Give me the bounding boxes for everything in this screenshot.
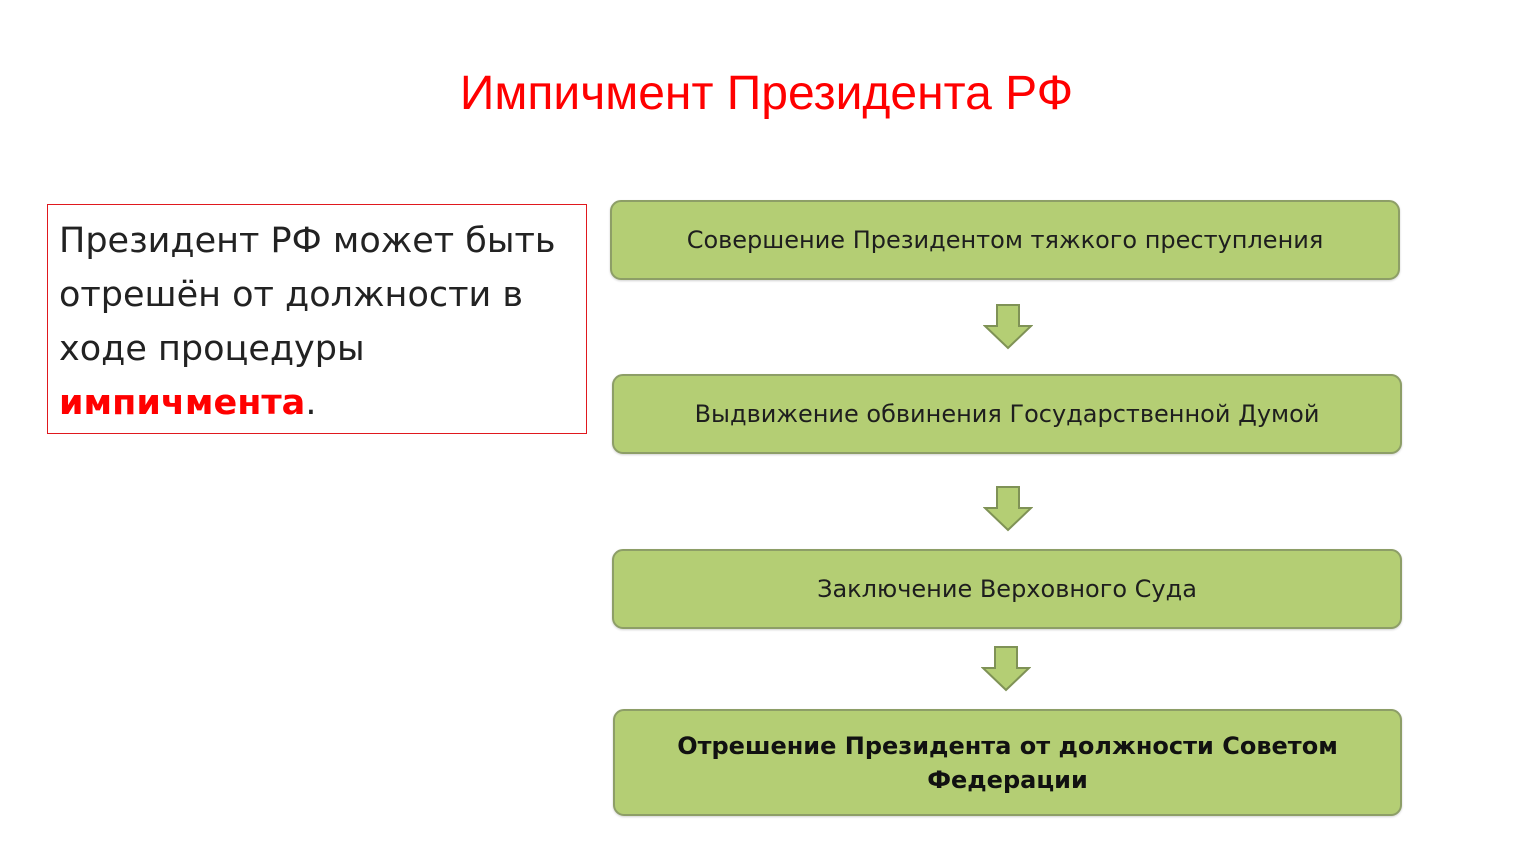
step-box-1: Совершение Президентом тяжкого преступле… bbox=[610, 200, 1400, 280]
info-suffix: . bbox=[305, 383, 317, 423]
info-highlight: импичмента bbox=[59, 383, 306, 423]
down-arrow-icon bbox=[983, 486, 1033, 532]
step-label-1: Совершение Президентом тяжкого преступле… bbox=[686, 226, 1324, 254]
step-label-2: Выдвижение обвинения Государственной Дум… bbox=[694, 400, 1320, 428]
slide-title: Импичмент Президента РФ bbox=[459, 67, 1074, 120]
down-arrow-icon bbox=[981, 646, 1031, 692]
step-box-3: Заключение Верховного Суда bbox=[612, 549, 1402, 629]
step-label-4: Отрешение Президента от должности Совето… bbox=[677, 731, 1338, 794]
info-text: Президент РФ может быть отрешён от должн… bbox=[59, 214, 576, 430]
step-box-2: Выдвижение обвинения Государственной Дум… bbox=[612, 374, 1402, 454]
down-arrow-icon bbox=[983, 304, 1033, 350]
info-text-main: Президент РФ может быть отрешён от должн… bbox=[59, 221, 556, 369]
info-box: Президент РФ может быть отрешён от должн… bbox=[47, 204, 587, 434]
step-box-4: Отрешение Президента от должности Совето… bbox=[613, 709, 1402, 816]
step-label-3: Заключение Верховного Суда bbox=[817, 575, 1197, 603]
